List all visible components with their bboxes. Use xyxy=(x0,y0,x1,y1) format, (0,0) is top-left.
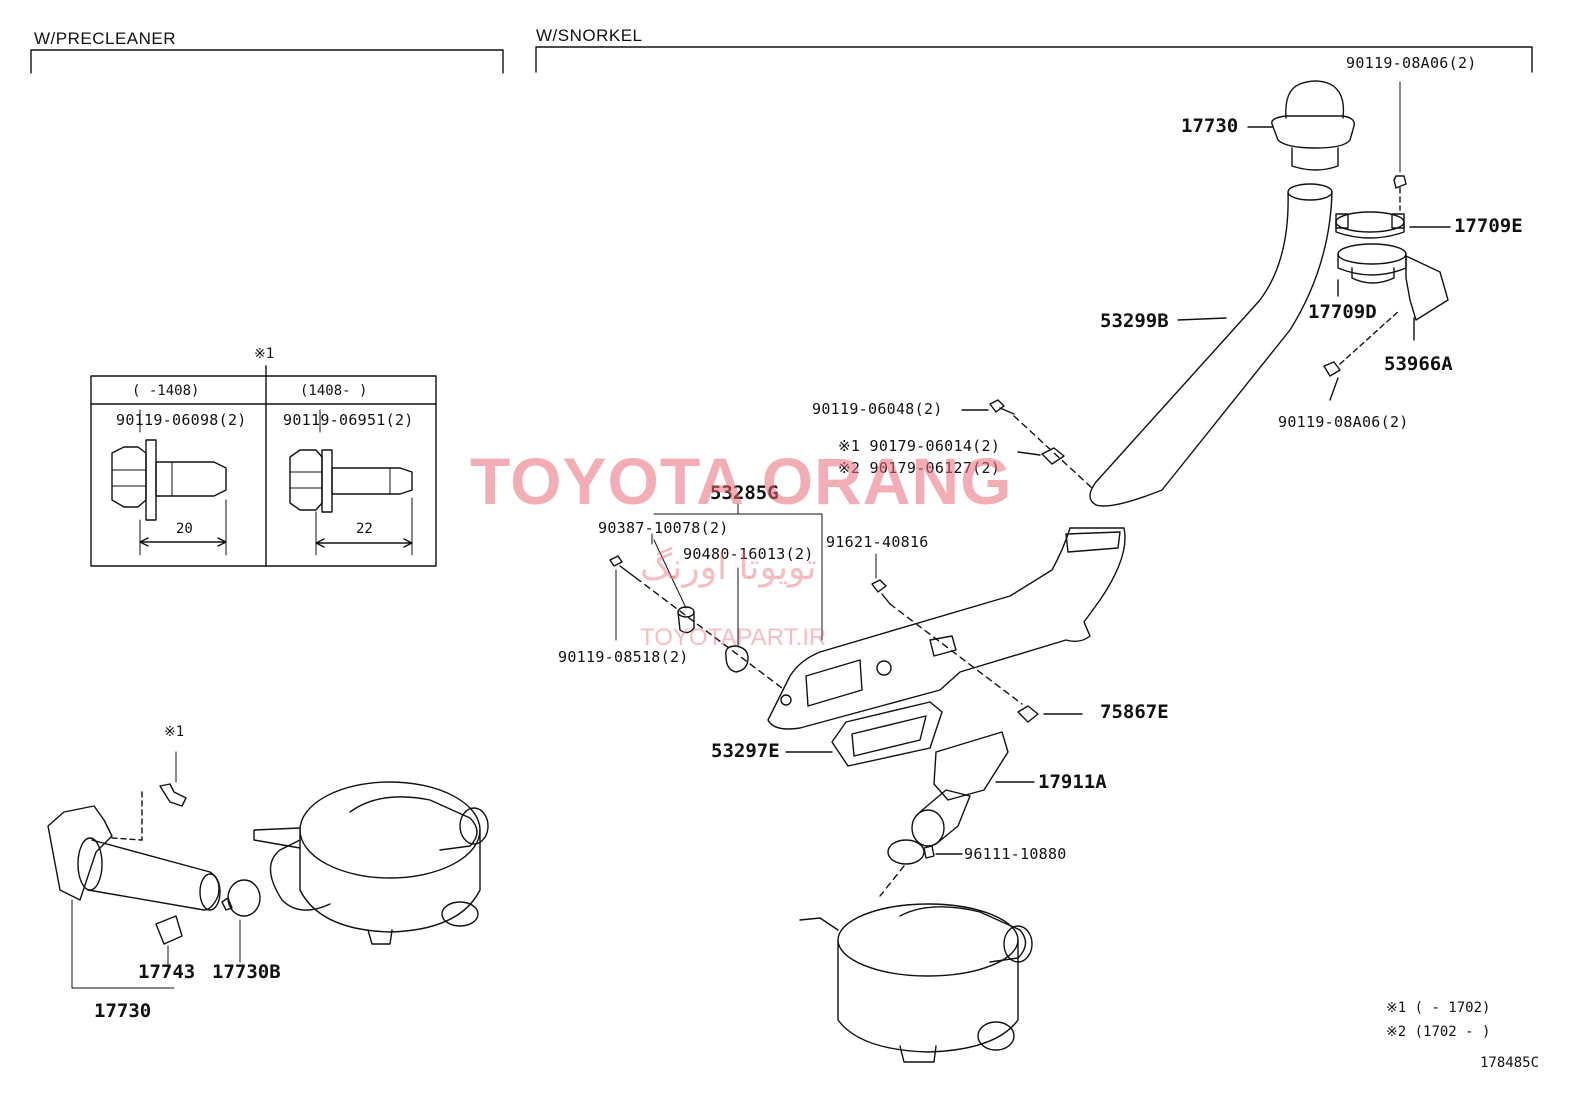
label-53299b: 53299B xyxy=(1100,310,1169,332)
bolt-precleaner xyxy=(141,751,187,841)
label-53297e: 53297E xyxy=(711,740,780,762)
snorkel-head xyxy=(1247,80,1355,171)
inset-table xyxy=(90,365,437,567)
precleaner-hose xyxy=(47,805,221,911)
label-90480-16013: 90480-16013(2) xyxy=(683,545,814,563)
snorkel-tube xyxy=(1089,183,1333,507)
bolt-lower-right xyxy=(1323,309,1401,401)
clip-75867e xyxy=(1017,705,1083,723)
footnote-1: ※1 ( - 1702) xyxy=(1386,1000,1491,1016)
label-17709d: 17709D xyxy=(1308,301,1377,323)
label-96111-10880: 96111-10880 xyxy=(964,845,1067,863)
label-17730-hose: 17730 xyxy=(94,1000,152,1022)
inset-note-mark: ※1 xyxy=(254,346,275,362)
inset-col1-dim: 20 xyxy=(176,521,193,537)
inset-col1-header: ( -1408) xyxy=(132,383,200,399)
inset-col2-header: (1408- ) xyxy=(300,383,368,399)
diagram-id: 178485C xyxy=(1480,1055,1540,1071)
air-cleaner-snorkel xyxy=(799,903,1033,1063)
bolt-top-right xyxy=(1393,81,1407,211)
bolt-91621 xyxy=(871,553,1023,705)
label-91621-40816: 91621-40816 xyxy=(826,533,929,551)
inset-bolt-2 xyxy=(289,409,413,556)
precleaner-section-title: W/PRECLEANER xyxy=(34,29,177,48)
label-90179-06127: ※2 90179-06127(2) xyxy=(838,459,1001,477)
inset-bolt-1 xyxy=(111,409,227,556)
label-17709e: 17709E xyxy=(1454,215,1523,237)
precleaner-bracket xyxy=(30,49,504,74)
inset-col2-dim: 22 xyxy=(356,521,373,537)
leader-17730-bottom xyxy=(71,899,175,989)
cap-17743 xyxy=(155,915,183,965)
screw-90119-08518 xyxy=(609,555,783,689)
clip-90179 xyxy=(1017,447,1065,465)
watermark-brand: TOYOTA ORANG xyxy=(470,444,1013,518)
bracket-17709d xyxy=(1337,243,1449,341)
label-90119-08518: 90119-08518(2) xyxy=(558,648,689,666)
snorkel-bracket xyxy=(535,46,1533,73)
grommet-90480 xyxy=(725,567,749,673)
label-90179-06014: ※1 90179-06014(2) xyxy=(838,437,1001,455)
watermark-persian: تویوتا اورنگ xyxy=(640,547,817,588)
spacer-90387 xyxy=(651,533,695,634)
duct-17911a xyxy=(911,731,1035,847)
footnote-2: ※2 (1702 - ) xyxy=(1386,1024,1491,1040)
label-53285g: 53285G xyxy=(710,482,779,504)
inset-col2-part: 90119-06951(2) xyxy=(283,411,414,429)
watermark-site: TOYOTAPART.IR xyxy=(640,624,827,651)
inset-col1-part: 90119-06098(2) xyxy=(116,411,247,429)
bracket-lines xyxy=(653,503,823,641)
label-53966a: 53966A xyxy=(1384,353,1453,375)
snorkel-section-title: W/SNORKEL xyxy=(536,26,643,45)
label-left-note-mark: ※1 xyxy=(164,724,185,740)
clamp-96111 xyxy=(879,839,963,897)
label-17730b: 17730B xyxy=(212,961,281,983)
clamp-17709e xyxy=(1335,211,1451,239)
air-cleaner-precleaner xyxy=(253,781,489,945)
label-90387-10078: 90387-10078(2) xyxy=(598,519,729,537)
label-75867e: 75867E xyxy=(1100,701,1169,723)
snorkel-body xyxy=(767,527,1126,730)
label-90119-06048: 90119-06048(2) xyxy=(812,400,943,418)
label-90119-08a06-top: 90119-08A06(2) xyxy=(1346,54,1477,72)
label-90119-08a06-bottom: 90119-08A06(2) xyxy=(1278,413,1409,431)
bolt-90119-06048 xyxy=(961,399,1093,489)
label-17730-snorkel-head: 17730 xyxy=(1181,115,1239,137)
label-17743: 17743 xyxy=(138,961,196,983)
gasket-53297e xyxy=(785,701,943,767)
label-17911a: 17911A xyxy=(1038,771,1107,793)
clamp-17730b xyxy=(221,879,261,963)
